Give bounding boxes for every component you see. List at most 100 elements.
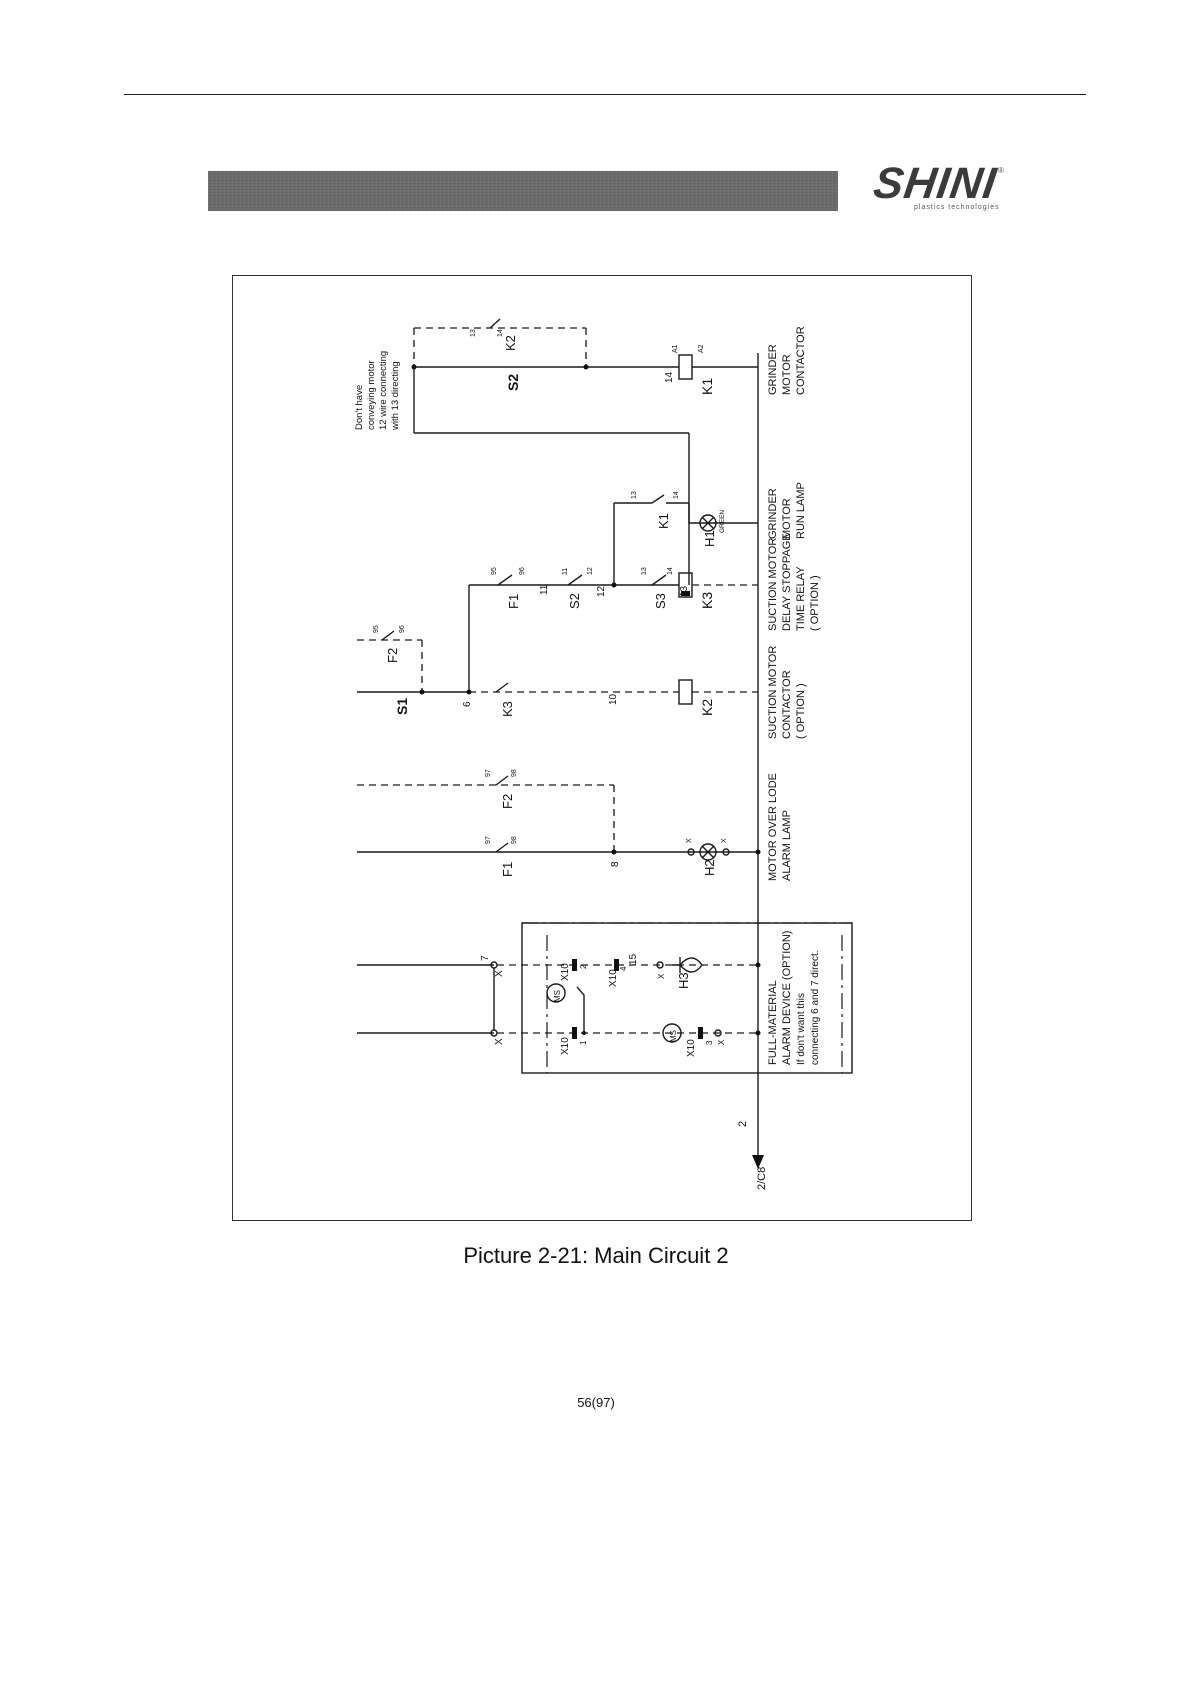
svg-text:MS: MS	[669, 1030, 678, 1042]
label-delay-2: DELAY STOPPAGE	[781, 533, 793, 631]
label-full-material-3: If don't want this	[796, 993, 807, 1065]
label-run-lamp-3: RUN LAMP	[795, 482, 807, 539]
s3-label: S3	[653, 593, 668, 609]
s1-label: S1	[394, 698, 410, 715]
s2-label: S2	[505, 374, 521, 391]
k2-coil-label: K2	[699, 699, 715, 716]
wire-label-14: 14	[664, 371, 675, 383]
svg-text:3: 3	[705, 1040, 714, 1045]
svg-text:X: X	[721, 838, 728, 843]
wire-label-15: 15	[628, 953, 639, 965]
k2-contact-13-14	[489, 318, 501, 329]
wire-label-11: 11	[539, 584, 550, 595]
svg-text:96: 96	[519, 567, 526, 575]
section-title-bar	[208, 171, 838, 211]
label-delay-1: SUCTION MOTOR	[767, 538, 779, 631]
svg-text:X: X	[494, 1038, 505, 1045]
wire-label-7: 7	[480, 955, 491, 961]
label-contactor-1: SUCTION MOTOR	[767, 646, 779, 739]
page-number: 56(97)	[577, 1395, 615, 1410]
svg-text:X: X	[657, 973, 666, 979]
f2-label-mid: F2	[500, 794, 515, 809]
label-contactor-2: CONTACTOR	[781, 670, 793, 739]
svg-text:13: 13	[470, 329, 477, 337]
label-full-material-1: FULL-MATERIAL	[767, 980, 779, 1065]
label-grinder-contactor-3: CONTACTOR	[795, 326, 807, 395]
svg-text:A1: A1	[672, 344, 679, 353]
k2-label-top: K2	[503, 335, 518, 351]
note-line-2: conveying motor	[366, 360, 377, 430]
diagram-frame	[232, 275, 972, 1221]
svg-text:4: 4	[619, 966, 628, 971]
ms-switch-bottom	[662, 1023, 682, 1043]
svg-text:13: 13	[631, 491, 638, 499]
f2-label-top: F2	[385, 648, 400, 663]
full-material-box	[521, 922, 853, 1074]
label-overload-2: ALARM LAMP	[781, 810, 793, 881]
h1-label: H1	[702, 530, 717, 547]
svg-text:X10: X10	[686, 1039, 697, 1057]
svg-text:14: 14	[667, 567, 674, 575]
svg-text:X10: X10	[608, 969, 619, 987]
wire-label-10: 10	[608, 693, 619, 705]
green-label: GREEN	[719, 510, 726, 533]
ref-label: 2/C8	[756, 1167, 768, 1190]
header-rule	[124, 94, 1086, 95]
label-full-material-4: connecting 6 and 7 direct.	[810, 950, 821, 1065]
shini-logo: SHINI ® plastics technologies	[870, 159, 1010, 216]
svg-text:X10: X10	[560, 1037, 571, 1055]
k3-contact-label: K3	[500, 701, 515, 717]
label-contactor-3: ( OPTION )	[795, 683, 807, 739]
svg-text:X: X	[686, 838, 693, 843]
svg-text:97: 97	[485, 836, 492, 844]
svg-text:96: 96	[399, 625, 406, 633]
wire-label-6: 6	[462, 701, 473, 707]
f1-contact-label: F1	[506, 594, 521, 609]
wire-label-8: 8	[610, 861, 621, 867]
label-grinder-contactor-2: MOTOR	[781, 354, 793, 395]
f1-label-mid: F1	[500, 862, 515, 877]
label-delay-3: TIME RELAY	[795, 566, 807, 631]
note-line-4: with 13 directing	[390, 361, 401, 431]
svg-text:95: 95	[373, 625, 380, 633]
note-line-3: 12 wire connecting	[378, 351, 389, 430]
logo-wordmark: SHINI	[870, 159, 1000, 208]
ms-switch-top	[546, 983, 566, 1003]
logo-tagline: plastics technologies	[914, 204, 1000, 211]
s2-contact-label: S2	[567, 593, 582, 609]
svg-text:14: 14	[497, 329, 504, 337]
label-grinder-contactor-1: GRINDER	[767, 344, 779, 395]
note-line-1: Don't have	[354, 385, 365, 430]
wire-label-12: 12	[596, 585, 607, 597]
svg-text:X: X	[494, 970, 505, 977]
svg-text:X: X	[717, 1039, 726, 1045]
h2-label: H2	[702, 859, 717, 876]
h3-label: H3	[676, 972, 691, 989]
svg-text:11: 11	[562, 568, 569, 575]
label-run-lamp-2: MOTOR	[781, 498, 793, 539]
circuit-diagram: 2 2/C8 K2 13 14 S2 A1 A2 14 K1 GRINDER M…	[354, 318, 853, 1190]
svg-text:98: 98	[511, 836, 518, 844]
svg-text:95: 95	[491, 567, 498, 575]
svg-text:A2: A2	[698, 344, 705, 353]
svg-text:1: 1	[579, 1040, 588, 1045]
registered-mark: ®	[998, 166, 1004, 175]
svg-text:X10: X10	[560, 963, 571, 981]
k2-coil	[678, 679, 693, 705]
svg-text:MS: MS	[553, 990, 562, 1002]
wire-label-2: 2	[737, 1121, 749, 1127]
svg-text:14: 14	[673, 491, 680, 499]
h2-lamp	[699, 843, 717, 861]
svg-text:12: 12	[587, 567, 594, 575]
label-full-material-2: ALARM DEVICE (OPTION)	[781, 931, 793, 1065]
k1-contact-label: K1	[656, 513, 671, 529]
svg-text:97: 97	[485, 769, 492, 777]
label-delay-4: ( OPTION )	[809, 575, 821, 631]
k3-coil-label: K3	[699, 592, 715, 609]
h3-buzzer	[672, 957, 703, 973]
svg-text:98: 98	[511, 769, 518, 777]
k1-coil	[678, 354, 693, 380]
label-overload-1: MOTOR OVER LODE	[767, 773, 779, 881]
h1-lamp	[699, 514, 717, 532]
figure-caption: Picture 2-21: Main Circuit 2	[463, 1243, 729, 1268]
